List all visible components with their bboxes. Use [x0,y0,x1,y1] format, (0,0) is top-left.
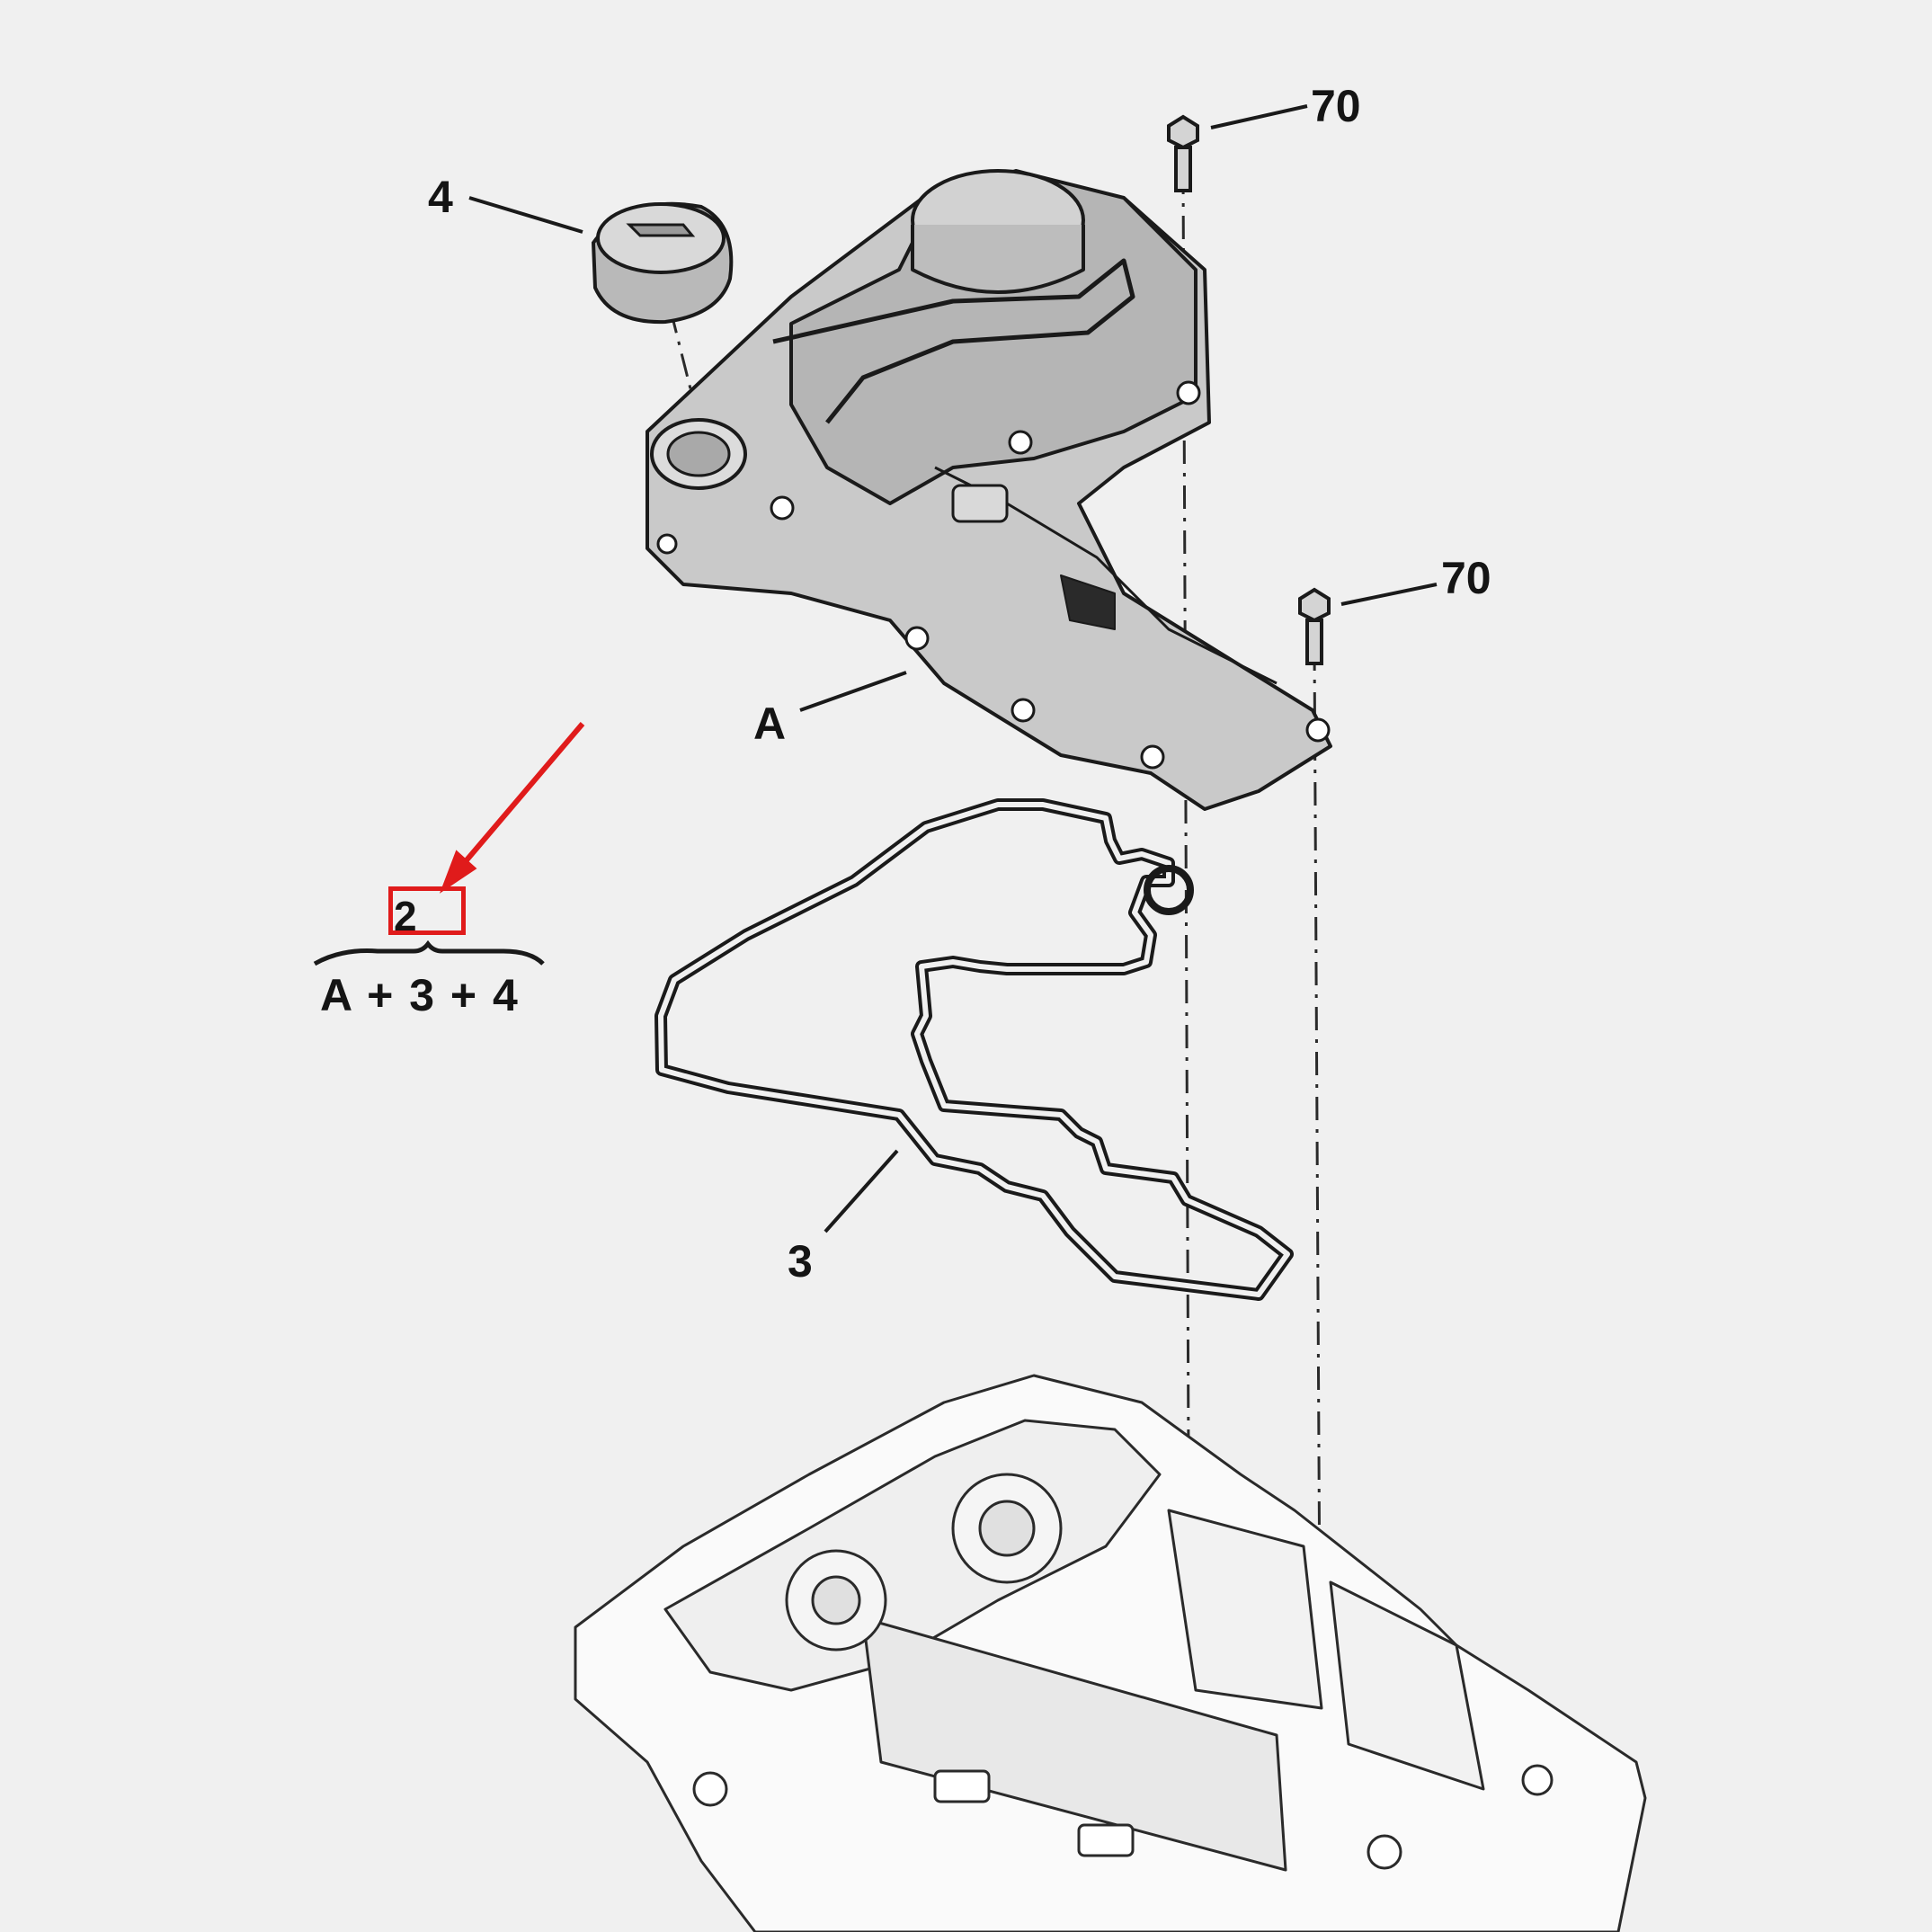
valve-cover-icon [645,169,1332,811]
assembly-highlight-box [388,886,466,935]
callout-gasket: 3 [788,1236,813,1287]
callout-oil-cap: 4 [428,172,453,222]
cylinder-head-icon [574,1374,1647,1932]
callout-bolt-mid: 70 [1441,553,1491,603]
leader-lines [468,104,1438,1233]
bolt-top-icon [1167,114,1199,192]
red-arrow-icon [439,722,585,894]
gasket-icon [654,798,1294,1301]
bolt-mid-icon [1298,587,1331,665]
callout-bolt-top: 70 [1311,81,1361,131]
assembly-formula: A + 3 + 4 [320,970,518,1020]
callout-cover: A [753,699,787,749]
curly-brace-icon [313,939,545,966]
callout-assembly: 2 [394,893,417,939]
oil-filler-cap-icon [591,201,734,325]
